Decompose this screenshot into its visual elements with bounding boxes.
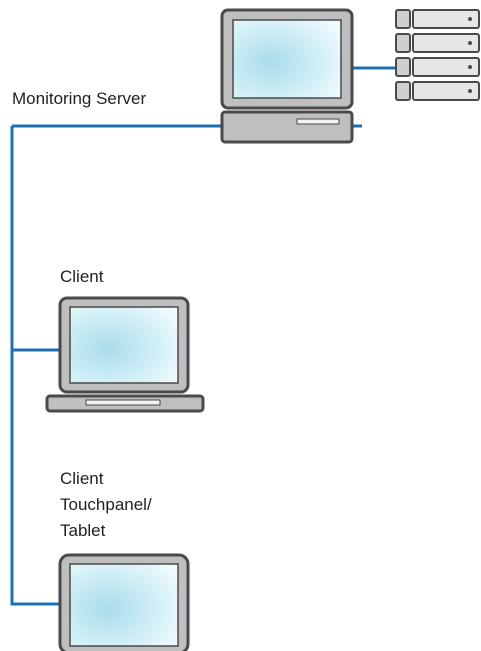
- server-rack-icon: [395, 9, 480, 101]
- laptop-icon: [45, 296, 205, 413]
- monitoring-server-label: Monitoring Server: [12, 89, 147, 108]
- desktop-computer-icon: [220, 8, 354, 144]
- tablet-label-line2: Touchpanel/: [60, 495, 152, 514]
- tablet-label-line1: Client: [60, 469, 104, 488]
- trunk-line: [10, 126, 60, 606]
- tablet-label-line3: Tablet: [60, 521, 106, 540]
- client-label: Client: [60, 267, 104, 286]
- network-lines: [10, 66, 396, 606]
- tablet-icon: [58, 553, 190, 651]
